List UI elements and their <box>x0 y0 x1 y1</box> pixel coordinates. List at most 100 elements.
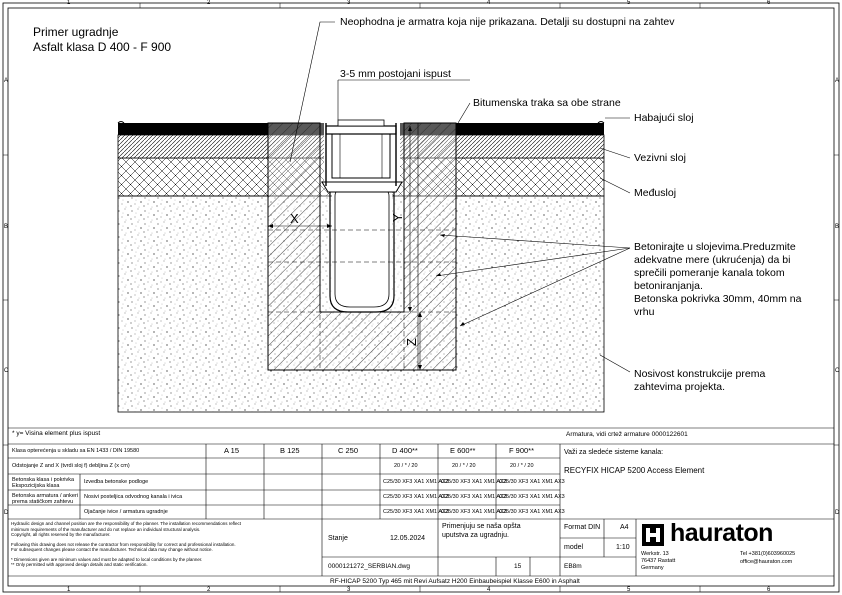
note-concrete-line: sprečili pomeranje kanala tokom <box>634 267 785 279</box>
row-d-right: D <box>835 510 840 516</box>
drawing-caption: RF-HICAP 5200 Typ 465 mit Revi Aufsatz H… <box>330 578 580 585</box>
note-concrete-line: betoniranjanja. <box>634 280 703 292</box>
note-concrete: Betonirajte u slojevima.Preduzmite adekv… <box>634 241 802 319</box>
hauraton-logo <box>642 524 664 546</box>
concrete-code-f3: C25/30 XF3 XA1 XM1 AX3 <box>499 509 565 515</box>
address-3: Germany <box>641 565 664 571</box>
row-b-label: Nosivi posteljica odvodnog kanala i ivic… <box>84 494 183 500</box>
col-5: 5 <box>627 0 631 6</box>
col-6-bottom: 6 <box>767 587 771 593</box>
concrete-code-e1: C25/30 XF3 XA1 XM1 AX3 <box>441 479 507 485</box>
note-bitumen: Bitumenska traka sa obe strane <box>473 97 621 109</box>
disclaimer-block: Hydraulic design and channel position ar… <box>11 521 241 568</box>
col-1: 1 <box>67 0 71 6</box>
note-base: Nosivost konstrukcije prema zahtevima pr… <box>634 368 765 394</box>
load-class-d400: D 400** <box>392 446 418 455</box>
valid-for-label: Važi za sledeće sisteme kanala: <box>564 449 664 456</box>
concrete-label: Betonska klasa i pokrivka <box>12 477 75 483</box>
concrete-code-d1: C25/30 XF3 XA1 XM1 AX3 <box>383 479 449 485</box>
note-base-line: Nosivost konstrukcije prema <box>634 368 766 380</box>
address-1: Werkstr. 13 <box>641 551 669 557</box>
note-concrete-line: adekvatne mere (ukrućenja) da bi <box>634 254 791 266</box>
col-3: 3 <box>347 0 351 6</box>
row-a: A <box>4 78 9 84</box>
layer-intermediate: Međusloj <box>634 187 677 199</box>
concrete-sub-label: Ekspozicijska klasa <box>12 483 60 489</box>
col-4-bottom: 4 <box>487 587 491 593</box>
col-1-bottom: 1 <box>67 587 71 593</box>
drawing-title-line2: Asfalt klasa D 400 - F 900 <box>33 40 172 54</box>
load-class-e600: E 600** <box>450 446 476 455</box>
format-label: Format DIN <box>564 524 601 531</box>
layer-binder: Vezivni sloj <box>634 152 686 164</box>
disclaimer-line: For subsequent changes please contact th… <box>11 547 213 552</box>
disclaimer-line: * Dimensions given are minimum values an… <box>11 556 203 562</box>
load-class-c250: C 250 <box>338 446 359 455</box>
address-2: 76437 Rastatt <box>641 558 676 564</box>
dim-z-label: Z <box>404 338 419 346</box>
disclaimer-line: ** Only permitted with approved design d… <box>11 562 148 567</box>
sheet-code: EB8m <box>564 563 582 570</box>
note-reinforcement: Neophodna je armatra koja nije prikazana… <box>340 16 675 28</box>
phone: Tel +381(0)603960025 <box>740 551 796 557</box>
system-name: RECYFIX HICAP 5200 Access Element <box>564 466 705 475</box>
brand-name: hauraton <box>670 519 773 547</box>
disclaimer-line: Copyright, all rights reserved by the ma… <box>11 532 111 537</box>
note-concrete-line: Betonska pokrivka 30mm, 40mm na <box>634 293 802 305</box>
armature-note: Armatura, vidi crtež armature 0000122601 <box>566 431 688 438</box>
col-2: 2 <box>207 0 211 6</box>
distance-label: Odstojanje Z and X (tvrdi sloj f) deblji… <box>12 463 130 469</box>
col-5-bottom: 5 <box>627 587 631 593</box>
note-concrete-line: Betonirajte u slojevima.Preduzmite <box>634 241 796 253</box>
note-concrete-line: vrhu <box>634 306 655 318</box>
y-note: * y= Visina element plus ispust <box>12 430 101 437</box>
scale-value: 1:10 <box>616 544 630 551</box>
file-name: 0000121272_SERBIAN.dwg <box>328 563 411 570</box>
stand-date: 12.05.2024 <box>390 535 426 542</box>
concrete-code-d3: C25/30 XF3 XA1 XM1 AX3 <box>383 509 449 515</box>
concrete-code-f1: C25/30 XF3 XA1 XM1 AX3 <box>499 479 565 485</box>
checked-note-1: Primenjuju se naša opšta <box>442 523 521 530</box>
note-base-line: zahtevima projekta. <box>634 381 726 393</box>
load-class-label: Klasa opterećenja u skladu sa EN 1433 / … <box>12 448 140 454</box>
dim-x-label: X <box>290 211 299 226</box>
row-d: D <box>4 510 9 516</box>
layer-wearing: Habajući sloj <box>634 112 694 124</box>
row-a-label: Izvedba betonske podloge <box>84 479 149 485</box>
scale-label: model <box>564 544 584 551</box>
concrete-code-f2: C25/30 XF3 XA1 XM1 AX3 <box>499 494 565 500</box>
z-value-e: 20 / * / 20 <box>452 463 476 469</box>
row-c-label: Ojačanje ivice / armatura ugradnje <box>84 509 168 515</box>
concrete-code-e2: C25/30 XF3 XA1 XM1 AX3 <box>441 494 507 500</box>
row-c: C <box>4 368 9 374</box>
sheet-no: 15 <box>514 563 522 570</box>
dim-y-label: Y <box>390 213 405 222</box>
col-6: 6 <box>767 0 771 6</box>
row-c-right: C <box>835 368 840 374</box>
col-2-bottom: 2 <box>207 587 211 593</box>
drawing-title-line1: Primer ugradnje <box>33 25 119 39</box>
email: office@hauraton.com <box>740 559 793 565</box>
reinforcement-sub-label: prema statičkom zahtevu <box>12 499 74 505</box>
disclaimer-line: minimum requirements of the manufacturer… <box>11 526 201 532</box>
col-3-bottom: 3 <box>347 587 351 593</box>
reinforcement-label: Betonska armatura / ankeri <box>12 493 79 499</box>
checked-note-2: uputstva za ugradnju. <box>442 532 509 539</box>
col-4: 4 <box>487 0 491 6</box>
concrete-code-e3: C25/30 XF3 XA1 XM1 AX3 <box>441 509 507 515</box>
disclaimer-line: Following this drawing does not release … <box>11 541 236 547</box>
row-a-right: A <box>835 78 840 84</box>
z-value-d: 20 / * / 20 <box>394 463 418 469</box>
row-b-right: B <box>835 224 840 230</box>
disclaimer-line: Hydraulic design and channel position ar… <box>11 521 242 526</box>
load-class-b125: B 125 <box>280 446 300 455</box>
concrete-code-d2: C25/30 XF3 XA1 XM1 AX3 <box>383 494 449 500</box>
note-gap: 3-5 mm postojani ispust <box>340 68 451 80</box>
load-class-a15: A 15 <box>224 446 240 455</box>
row-b: B <box>4 224 9 230</box>
format-value: A4 <box>620 524 629 531</box>
stand-label: Stanje <box>328 535 348 542</box>
z-value-f: 20 / * / 20 <box>510 463 534 469</box>
load-class-f900: F 900** <box>509 446 535 455</box>
